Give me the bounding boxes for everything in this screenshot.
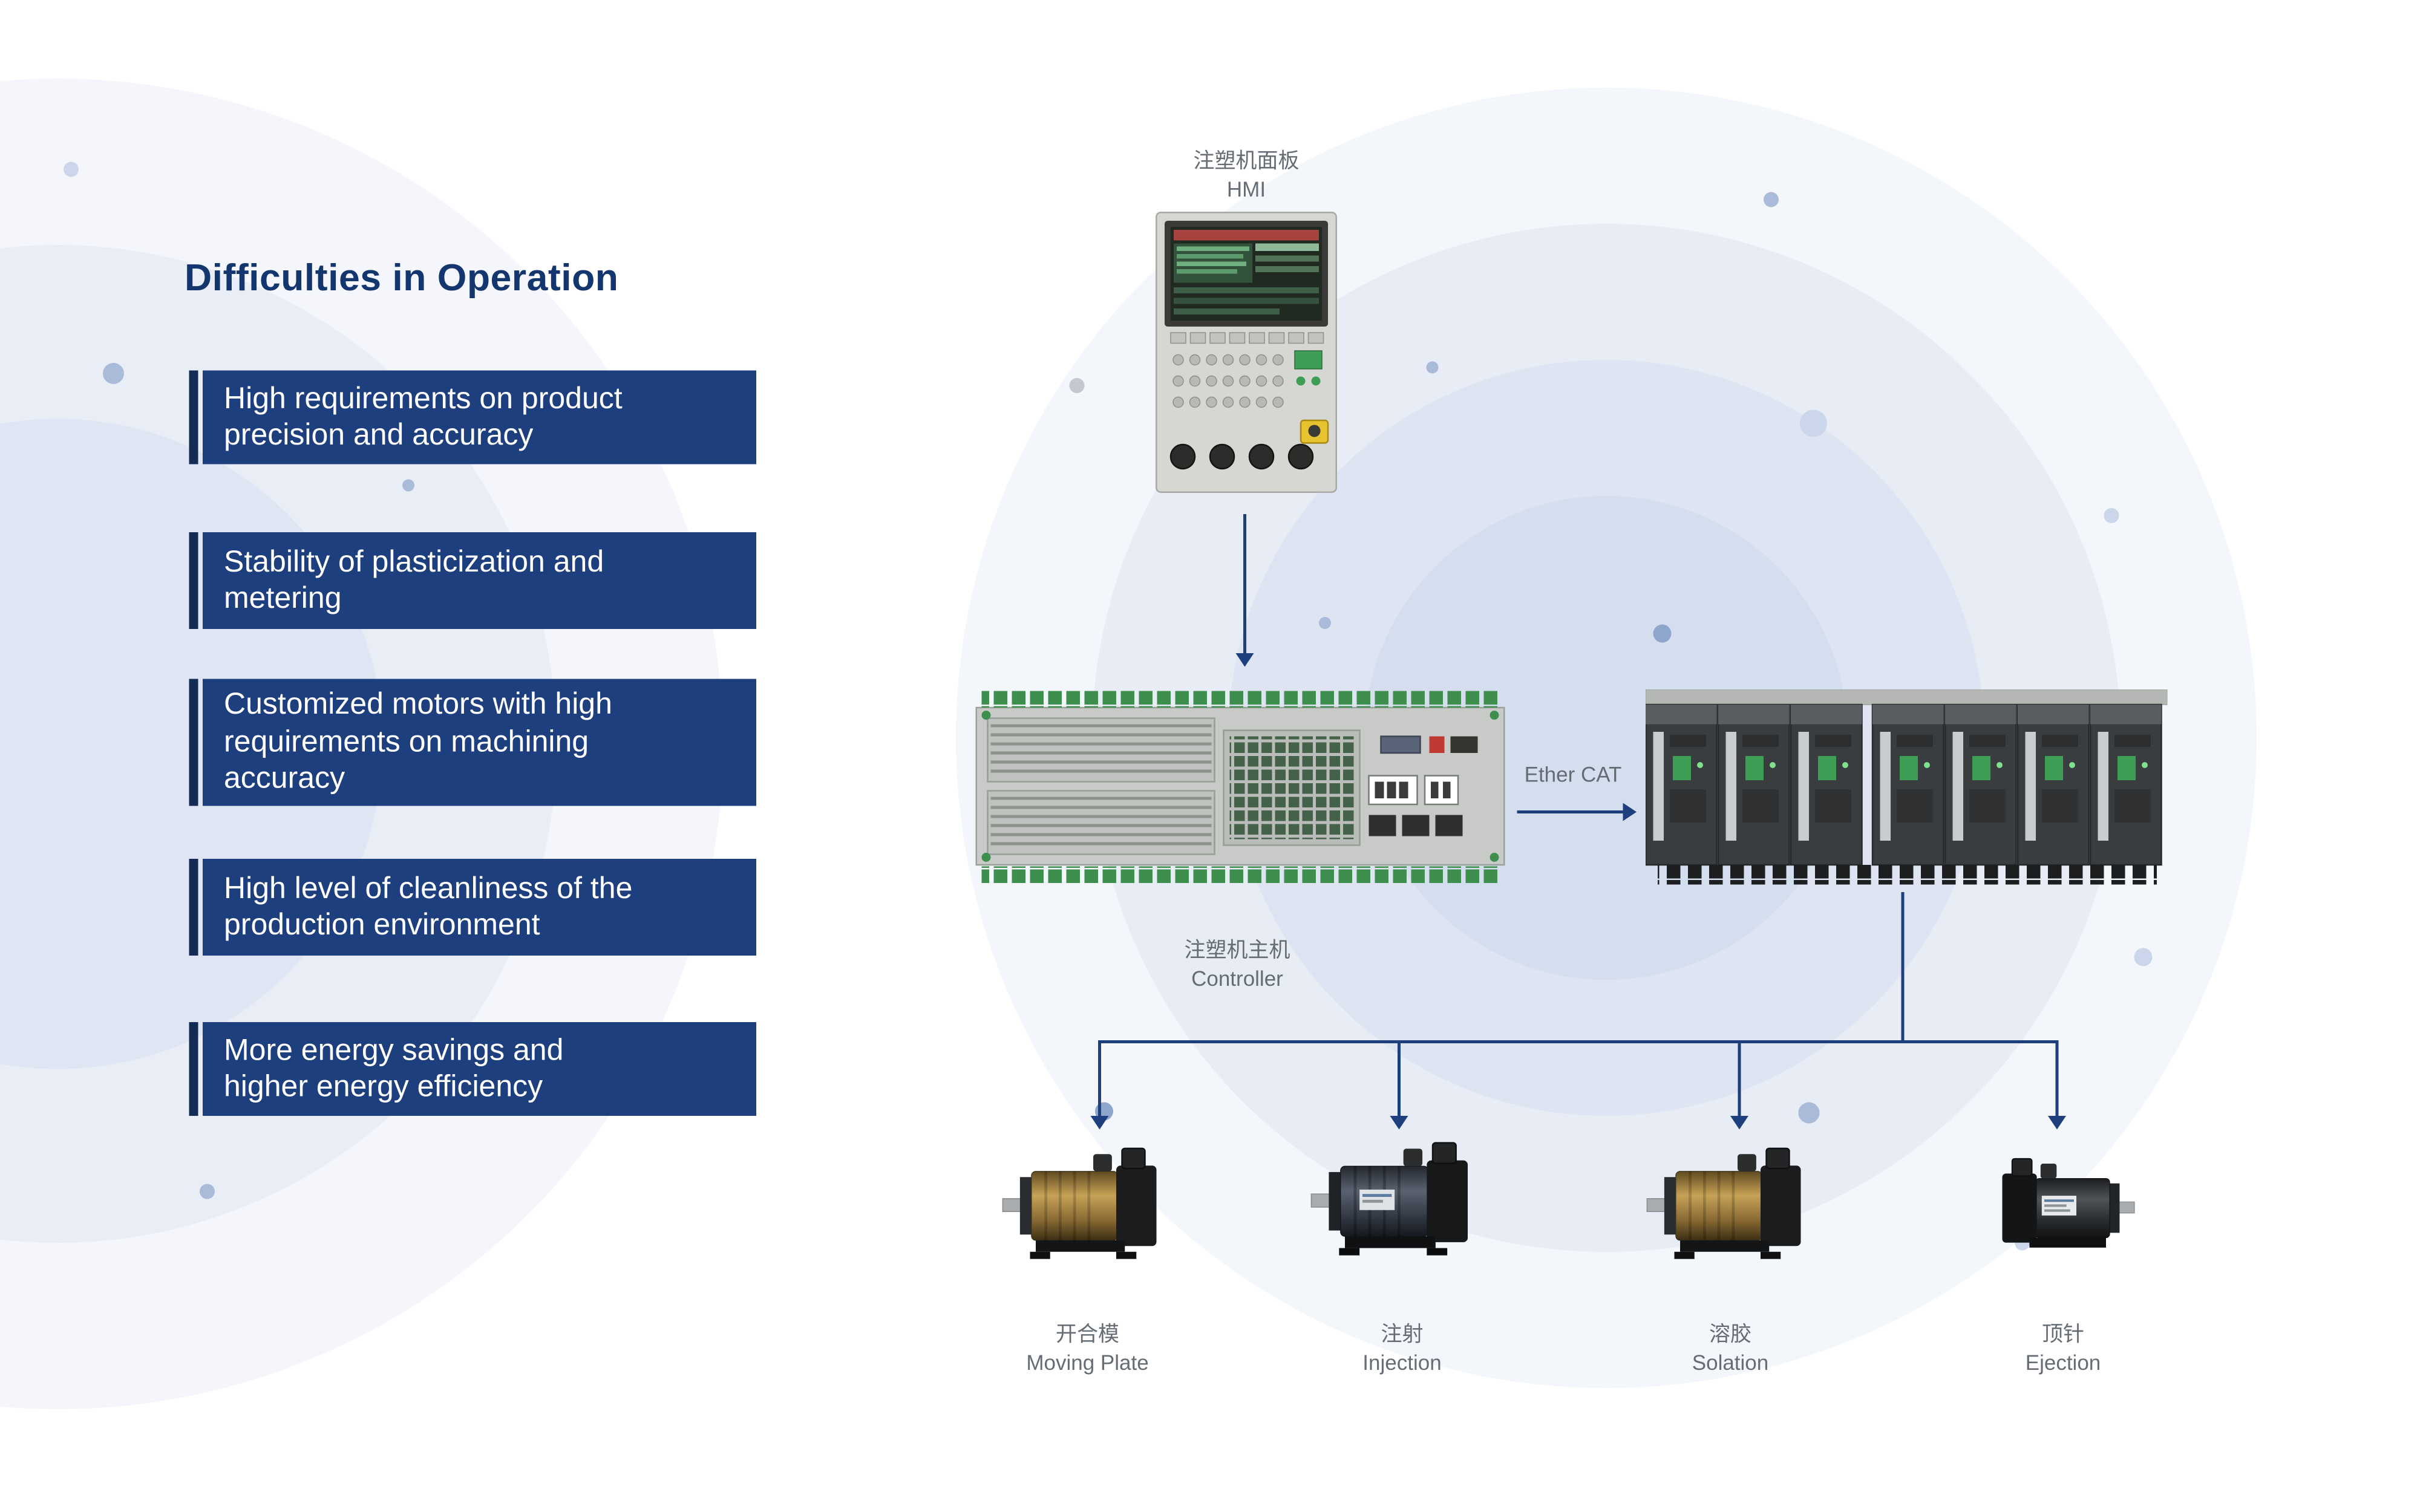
controller-svg — [975, 691, 1505, 883]
motor-label-zh-moving-plate: 开合模 — [1056, 1321, 1119, 1346]
servo-motor-svg — [2002, 1158, 2135, 1248]
difficulty-item: High requirements on product precision a… — [189, 370, 756, 464]
servo-motor-image-ejection — [1987, 1146, 2136, 1270]
decor-dot — [1653, 624, 1672, 643]
controller-label-en: Controller — [1191, 966, 1283, 991]
difficulty-item: Customized motors with high requirements… — [189, 679, 756, 806]
hmi-label-zh: 注塑机面板 — [1193, 148, 1300, 172]
motor-label-zh-solation: 溶胶 — [1709, 1321, 1751, 1346]
motor-label-en-injection: Injection — [1362, 1350, 1442, 1375]
difficulty-item-label: Customized motors with high requirements… — [224, 688, 612, 796]
servo-drive-bank-image — [1646, 689, 2168, 895]
arrow-to-injection-line — [1398, 1040, 1401, 1116]
decor-dot — [1800, 409, 1827, 437]
servo-motor-image-solation — [1646, 1134, 1818, 1278]
servo-motor-svg — [1002, 1147, 1157, 1259]
decor-dot — [1798, 1102, 1820, 1124]
servo-motor-svg — [1310, 1142, 1468, 1256]
servo-drive-bank-svg — [1646, 689, 2168, 885]
hmi-label-en: HMI — [1226, 177, 1266, 201]
arrow-to-ejection-line — [2055, 1040, 2059, 1116]
arrow-to-injection-head — [1390, 1116, 1408, 1130]
page-title: Difficulties in Operation — [185, 257, 619, 299]
bar-accent — [189, 1022, 198, 1116]
arrow-to-solation-line — [1738, 1040, 1741, 1116]
arrow-to-moving-plate-head — [1090, 1116, 1109, 1130]
decor-dot — [200, 1184, 215, 1199]
motor-label-zh-injection: 注射 — [1381, 1321, 1424, 1346]
decor-dot — [402, 479, 414, 492]
decor-dot — [1319, 617, 1331, 629]
servo-motor-svg — [1646, 1147, 1801, 1259]
arrow-hmi-to-controller-line — [1243, 514, 1246, 653]
arrow-to-solation-head — [1730, 1116, 1748, 1130]
decor-dot — [1764, 192, 1779, 207]
decor-dot — [64, 161, 79, 177]
difficulty-item-label: More energy savings and higher energy ef… — [224, 1034, 564, 1104]
motor-label-en-ejection: Ejection — [2025, 1350, 2101, 1375]
bar-accent — [189, 859, 198, 956]
motor-label-en-solation: Solation — [1692, 1350, 1769, 1375]
ethercat-arrow-head — [1623, 803, 1637, 821]
controller-image — [975, 688, 1505, 888]
arrow-to-ejection-head — [2048, 1116, 2066, 1130]
bar-accent — [189, 679, 198, 806]
ethercat-label: Ether CAT — [1524, 762, 1622, 786]
bar-accent — [189, 532, 198, 629]
difficulty-item-label: High requirements on product precision a… — [224, 382, 623, 452]
difficulty-item: High level of cleanliness of the product… — [189, 859, 756, 956]
hmi-panel-svg — [1156, 212, 1337, 493]
servo-motor-image-moving-plate — [1001, 1134, 1174, 1278]
arrow-to-moving-plate-line — [1098, 1040, 1101, 1116]
servo-motor-image-injection — [1310, 1128, 1485, 1275]
controller-label-zh: 注塑机主机 — [1184, 937, 1290, 962]
decor-dot — [2134, 948, 2153, 966]
ethercat-arrow-line — [1517, 810, 1623, 813]
drive-to-bus-line — [1901, 892, 1905, 1040]
difficulty-item: Stability of plasticization and metering — [189, 532, 756, 629]
decor-dot — [1426, 361, 1439, 374]
decor-dot — [2104, 508, 2119, 523]
motor-label-en-moving-plate: Moving Plate — [1026, 1350, 1149, 1375]
decor-dot — [103, 363, 124, 384]
bus-line — [1098, 1040, 2059, 1043]
motor-label-zh-ejection: 顶针 — [2042, 1321, 2084, 1346]
difficulty-item-label: Stability of plasticization and metering — [224, 545, 604, 616]
arrow-hmi-to-controller-head — [1235, 653, 1254, 667]
difficulty-item-label: High level of cleanliness of the product… — [224, 872, 633, 942]
bar-accent — [189, 370, 198, 464]
hmi-panel-image — [1156, 212, 1337, 493]
decor-dot — [1069, 378, 1085, 393]
difficulty-item: More energy savings and higher energy ef… — [189, 1022, 756, 1116]
